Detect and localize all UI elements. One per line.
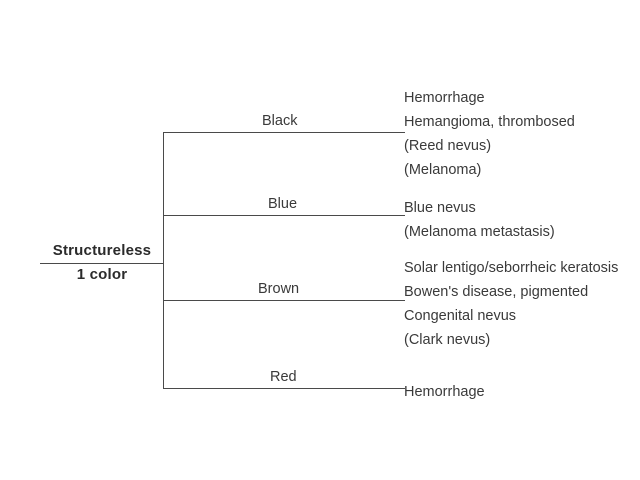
trunk-line (163, 132, 164, 389)
leaf-group-black: Hemorrhage Hemangioma, thrombosed (Reed … (404, 86, 575, 182)
leaf-item: Hemorrhage (404, 90, 485, 106)
branch-line-red (163, 388, 397, 389)
leaf-item: Bowen's disease, pigmented (404, 284, 589, 300)
connector-red (395, 388, 405, 389)
leaf-item: (Reed nevus) (404, 138, 492, 154)
branch-line-blue (163, 215, 397, 216)
leaf-item: (Melanoma metastasis) (404, 224, 555, 240)
connector-brown (395, 300, 405, 301)
connector-black (395, 132, 405, 133)
leaf-item: Hemorrhage (404, 384, 485, 400)
root-stem-line (40, 263, 164, 264)
leaf-item: Solar lentigo/seborrheic keratosis (404, 260, 619, 276)
connector-blue (395, 215, 405, 216)
leaf-item: (Melanoma) (404, 162, 482, 178)
root-label: Structureless 1 color (36, 239, 168, 287)
leaf-item: (Clark nevus) (404, 332, 491, 348)
leaf-group-brown: Solar lentigo/seborrheic keratosis Bowen… (404, 256, 618, 352)
branch-line-black (163, 132, 397, 133)
branch-label-red: Red (270, 369, 297, 385)
leaf-item: Hemangioma, thrombosed (404, 114, 575, 130)
root-label-line2: 1 color (76, 266, 128, 283)
branch-label-blue: Blue (268, 196, 298, 212)
leaf-item: Congenital nevus (404, 308, 517, 324)
leaf-group-red: Hemorrhage (404, 380, 485, 404)
branch-label-black: Black (262, 113, 298, 129)
root-label-line1: Structureless (52, 242, 152, 259)
leaf-group-blue: Blue nevus (Melanoma metastasis) (404, 196, 555, 244)
branch-label-brown: Brown (258, 281, 300, 297)
branch-line-brown (163, 300, 397, 301)
leaf-item: Blue nevus (404, 200, 476, 216)
